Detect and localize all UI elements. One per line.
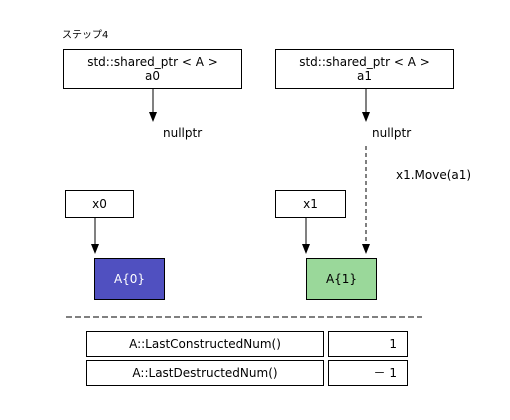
object-a1-label: A{1}	[325, 272, 358, 286]
step-label: ステップ4	[62, 30, 109, 41]
table-row-destructed-value: － 1	[328, 360, 408, 386]
holder-x1-box: x1	[275, 190, 346, 218]
shared-ptr-type: std::shared_ptr < A >	[87, 55, 218, 69]
arrowhead-x0	[91, 244, 99, 254]
object-a0-box: A{0}	[94, 258, 165, 300]
holder-x0-label: x0	[92, 197, 107, 211]
arrowhead-a1	[362, 112, 370, 122]
table-row-constructed-value: 1	[328, 331, 408, 357]
table-row-constructed-label: A::LastConstructedNum()	[86, 331, 324, 357]
nullptr-a0: nullptr	[163, 126, 203, 140]
shared-ptr-a1-box: std::shared_ptr < A > a1	[275, 49, 454, 89]
arrowhead-x1	[302, 244, 310, 254]
nullptr-a1: nullptr	[372, 126, 412, 140]
holder-x0-box: x0	[65, 190, 134, 218]
shared-ptr-a0-box: std::shared_ptr < A > a0	[63, 49, 242, 89]
destructed-value-text: － 1	[373, 366, 397, 380]
shared-ptr-var: a0	[145, 69, 160, 83]
holder-x1-label: x1	[303, 197, 318, 211]
move-label: x1.Move(a1)	[396, 168, 472, 182]
object-a0-label: A{0}	[113, 272, 146, 286]
table-row-destructed-label: A::LastDestructedNum()	[86, 360, 324, 386]
arrowhead-move	[362, 244, 370, 254]
constructed-value-text: 1	[389, 337, 397, 351]
constructed-label-text: A::LastConstructedNum()	[129, 337, 281, 351]
destructed-label-text: A::LastDestructedNum()	[132, 366, 278, 380]
arrowhead-a0	[149, 112, 157, 122]
shared-ptr-var: a1	[357, 69, 372, 83]
shared-ptr-type: std::shared_ptr < A >	[299, 55, 430, 69]
object-a1-box: A{1}	[306, 258, 377, 300]
